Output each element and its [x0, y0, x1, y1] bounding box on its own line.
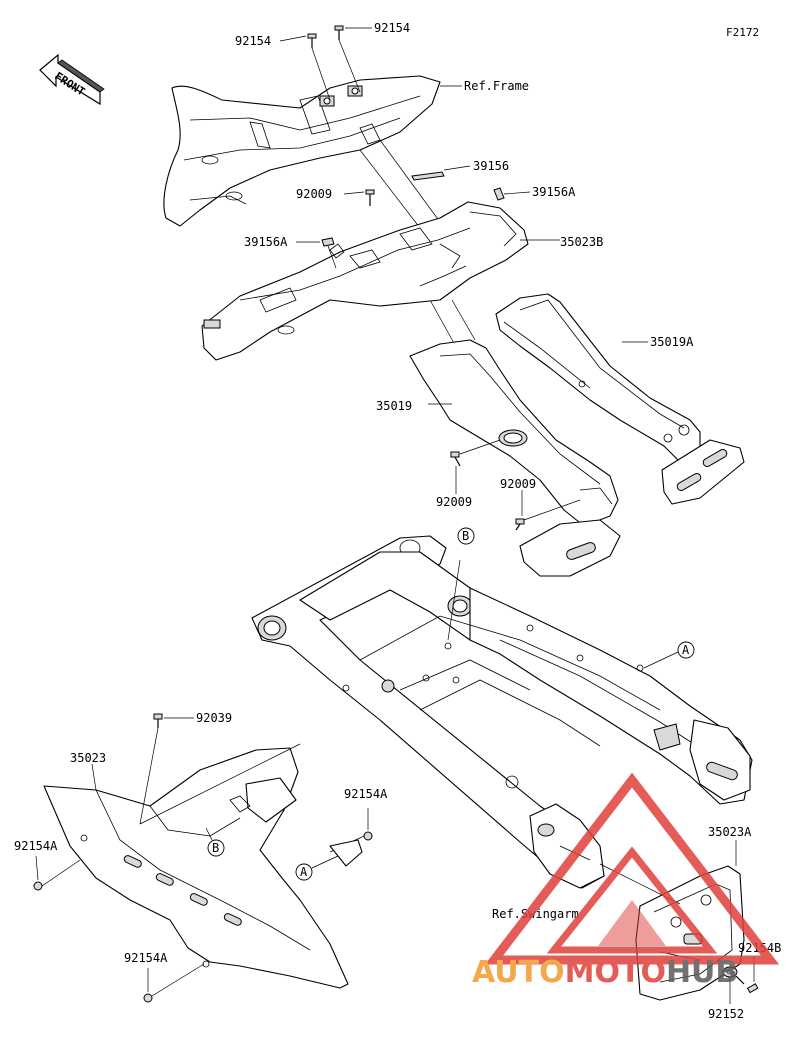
pad-39156a-right-icon [493, 187, 505, 201]
bolt-92154a-bottom-icon [143, 993, 153, 1003]
mark-a-right: A [677, 641, 695, 659]
label-92009-top: 92009 [296, 187, 332, 201]
label-39156a-left: 39156A [244, 235, 288, 249]
watermark-logo: AUTOMOTOHUB [472, 772, 780, 990]
tray-35023b [201, 201, 529, 361]
mark-b-cover-label: B [212, 841, 219, 855]
mark-a-cover-label: A [300, 865, 308, 879]
watermark-moto: MOTO [565, 955, 666, 990]
mark-b-cover: B [207, 839, 225, 857]
label-92009-mid: 92009 [436, 495, 472, 509]
swingarm [251, 535, 753, 889]
label-92154a-bottom: 92154A [124, 951, 168, 965]
label-ref-frame: Ref.Frame [464, 79, 529, 93]
label-35023a: 35023A [708, 825, 752, 839]
strip-39156-icon [411, 171, 445, 181]
label-92154a-left: 92154A [14, 839, 58, 853]
washer-92152-icon [722, 966, 738, 978]
bolt-92154-left-icon [307, 33, 317, 48]
label-35023: 35023 [70, 751, 106, 765]
mark-b-top-label: B [462, 529, 469, 543]
watermark-auto: AUTO [472, 955, 565, 990]
label-92154-left: 92154 [235, 34, 271, 48]
mark-a-cover: A [295, 863, 313, 881]
mark-a-right-label: A [682, 643, 690, 657]
label-39156: 39156 [473, 159, 509, 173]
pad-39156a-left-icon [321, 237, 335, 247]
bolt-92009-top-icon [365, 189, 375, 206]
label-39156a-right: 39156A [532, 185, 576, 199]
label-92154-right: 92154 [374, 21, 410, 35]
front-arrow-icon: FRONT [39, 53, 105, 106]
bolt-92154a-left-icon [33, 881, 43, 891]
label-92009-low: 92009 [500, 477, 536, 491]
watermark-hub: HUB [666, 955, 738, 990]
bolt-92039-icon [153, 713, 163, 728]
label-92152: 92152 [708, 1007, 744, 1021]
bolt-92154a-mid-icon [363, 831, 373, 841]
bracket-35019a [495, 293, 745, 505]
watermark-text: AUTOMOTOHUB [472, 955, 738, 990]
bolt-92154-right-icon [334, 25, 344, 40]
bolt-92009-low-icon [515, 518, 525, 531]
label-92039: 92039 [196, 711, 232, 725]
diagram-code: F2172 [726, 26, 759, 39]
label-35023b: 35023B [560, 235, 603, 249]
bolt-92009-mid-icon [450, 451, 461, 467]
label-ref-swingarm: Ref.Swingarm [492, 907, 579, 921]
frame-section [163, 75, 441, 227]
watermark-triangle-icon [484, 772, 780, 965]
bolt-92154b-icon [735, 975, 759, 994]
chain-cover-35023 [43, 747, 349, 989]
mark-b-top: B [457, 527, 475, 545]
fender-35019 [409, 339, 621, 577]
label-35019a: 35019A [650, 335, 694, 349]
label-35019: 35019 [376, 399, 412, 413]
label-92154a-mid: 92154A [344, 787, 388, 801]
